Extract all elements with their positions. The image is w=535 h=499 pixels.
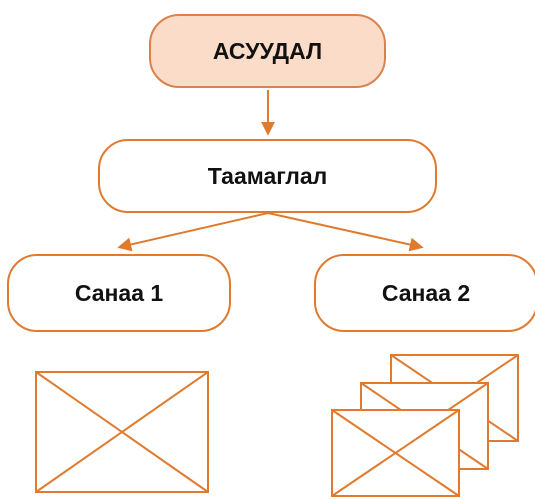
hypothesis-node: Таамаглал <box>98 139 437 213</box>
idea-1-label: Санаа 1 <box>74 279 164 306</box>
problem-label: АСУУДАЛ <box>212 37 323 64</box>
arrow-hypothesis-to-idea2 <box>267 212 424 252</box>
problem-node: АСУУДАЛ <box>149 14 386 88</box>
hypothesis-label: Таамаглал <box>207 162 328 189</box>
envelope-front <box>331 409 460 497</box>
arrow-hypothesis-to-idea1 <box>117 212 269 252</box>
idea-2-label: Санаа 2 <box>381 279 471 306</box>
idea-2-node: Санаа 2 <box>314 254 535 332</box>
idea-1-node: Санаа 1 <box>7 254 231 332</box>
stacked-envelopes-icon <box>331 354 519 497</box>
single-envelope-icon <box>35 371 209 493</box>
